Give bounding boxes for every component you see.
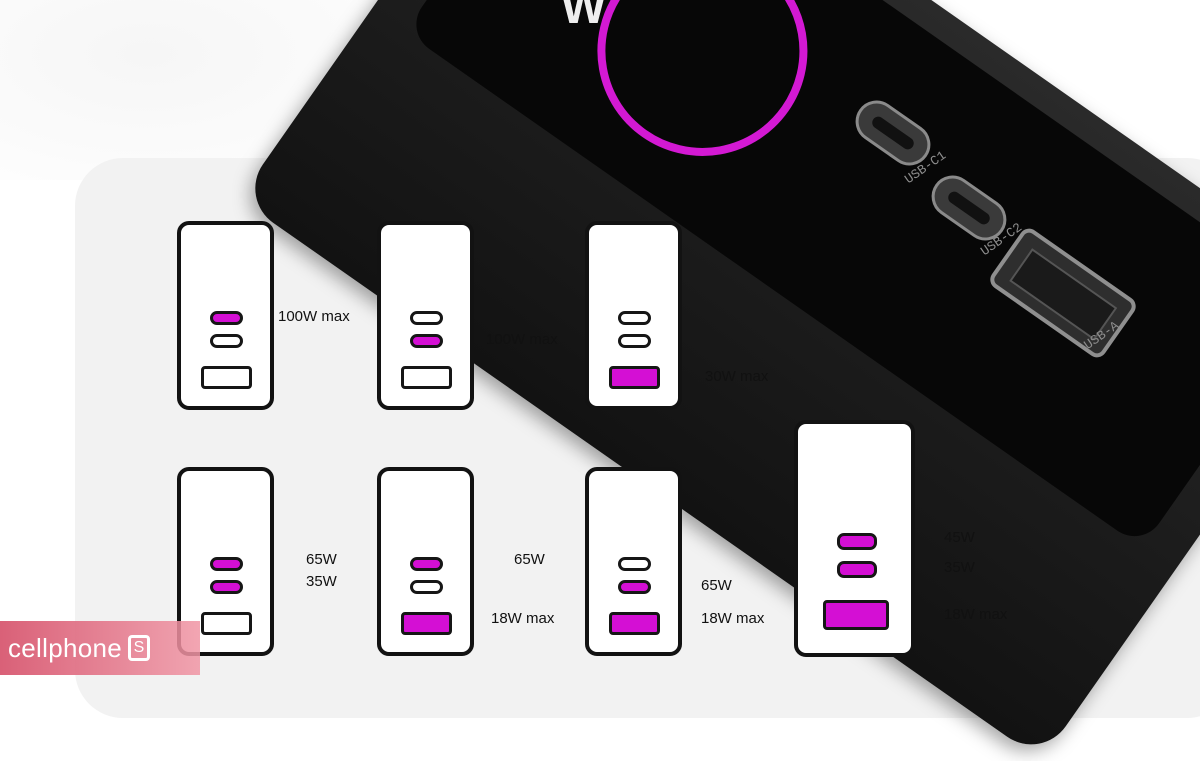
charger-diagram	[377, 221, 474, 410]
power-label: 35W	[306, 573, 337, 590]
display-glyph: W	[560, 0, 607, 34]
usb-c2-indicator	[837, 561, 877, 578]
usb-a-indicator	[201, 366, 252, 389]
usb-a-indicator	[609, 612, 660, 635]
logo-mark-icon: S	[128, 635, 151, 661]
usb-c2-indicator	[410, 334, 443, 348]
power-label: 18W max	[701, 610, 765, 627]
power-label: 45W	[944, 529, 975, 546]
cellphones-logo: cellphone S	[0, 621, 200, 675]
power-label: 65W	[701, 577, 732, 594]
power-label: 100W max	[486, 331, 558, 348]
power-label: 100W max	[278, 308, 350, 325]
usb-a-indicator	[201, 612, 252, 635]
usb-c1-indicator	[210, 311, 243, 325]
usb-a-indicator	[401, 612, 452, 635]
usb-a-indicator	[609, 366, 660, 389]
usb-c1-indicator	[410, 311, 443, 325]
charger-diagram	[585, 467, 682, 656]
usb-c1-indicator	[210, 557, 243, 571]
usb-c1-indicator	[618, 557, 651, 571]
usb-c1-indicator	[618, 311, 651, 325]
power-label: 30W max	[705, 368, 769, 385]
charger-diagram	[177, 221, 274, 410]
charger-diagram	[794, 420, 915, 657]
usb-a-indicator	[823, 600, 889, 630]
usb-c2-indicator	[618, 580, 651, 594]
usb-c2-indicator	[210, 334, 243, 348]
power-label: 18W max	[491, 610, 555, 627]
usb-c2-indicator	[618, 334, 651, 348]
charger-diagram	[377, 467, 474, 656]
logo-text: cellphone	[8, 632, 123, 663]
usb-c2-indicator	[210, 580, 243, 594]
power-label: 18W max	[944, 606, 1008, 623]
usb-a-indicator	[401, 366, 452, 389]
usb-c1-indicator	[837, 533, 877, 550]
power-label: 35W	[944, 559, 975, 576]
charger-diagram	[585, 221, 682, 410]
usb-c1-indicator	[410, 557, 443, 571]
usb-c2-indicator	[410, 580, 443, 594]
power-label: 65W	[514, 551, 545, 568]
power-label: 65W	[306, 551, 337, 568]
